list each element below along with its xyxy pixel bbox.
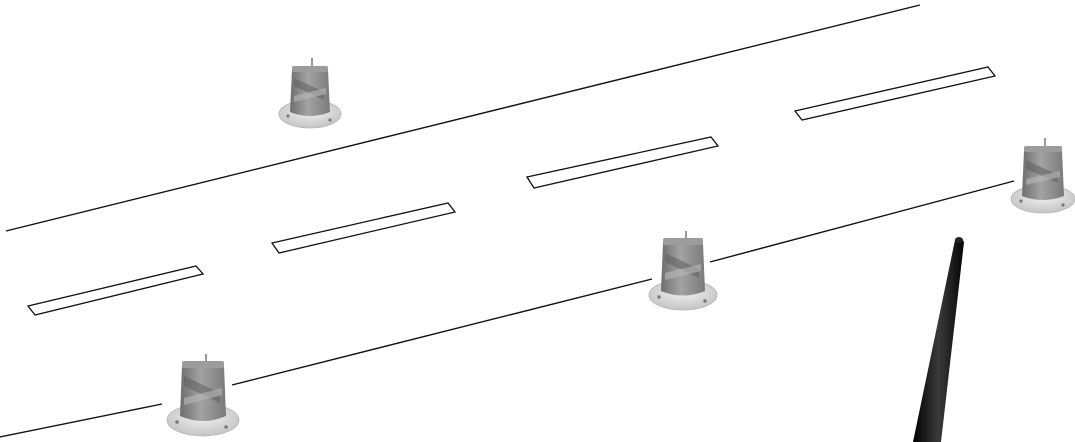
- lower-road-edge-right: [709, 180, 1015, 263]
- lower-road-edge-left: [0, 403, 163, 438]
- road-stud: [648, 231, 718, 311]
- lane-marking: [26, 265, 205, 316]
- upper-road-edge: [5, 4, 921, 232]
- lower-road-edge-middle: [231, 278, 653, 386]
- antenna: [913, 237, 964, 442]
- stud-top: [182, 361, 224, 368]
- road-stud: [166, 354, 240, 437]
- stud-top: [1024, 146, 1062, 152]
- road-edges: [0, 4, 1015, 438]
- lane-markings: [26, 66, 997, 316]
- stud-top: [292, 66, 328, 72]
- road-stud: [1010, 138, 1075, 214]
- lane-marking: [270, 202, 457, 254]
- lane-marking: [793, 66, 997, 121]
- stud-top: [663, 238, 703, 245]
- road-stud: [278, 58, 342, 129]
- antenna-icon: [913, 238, 964, 442]
- lane-marking: [525, 136, 720, 189]
